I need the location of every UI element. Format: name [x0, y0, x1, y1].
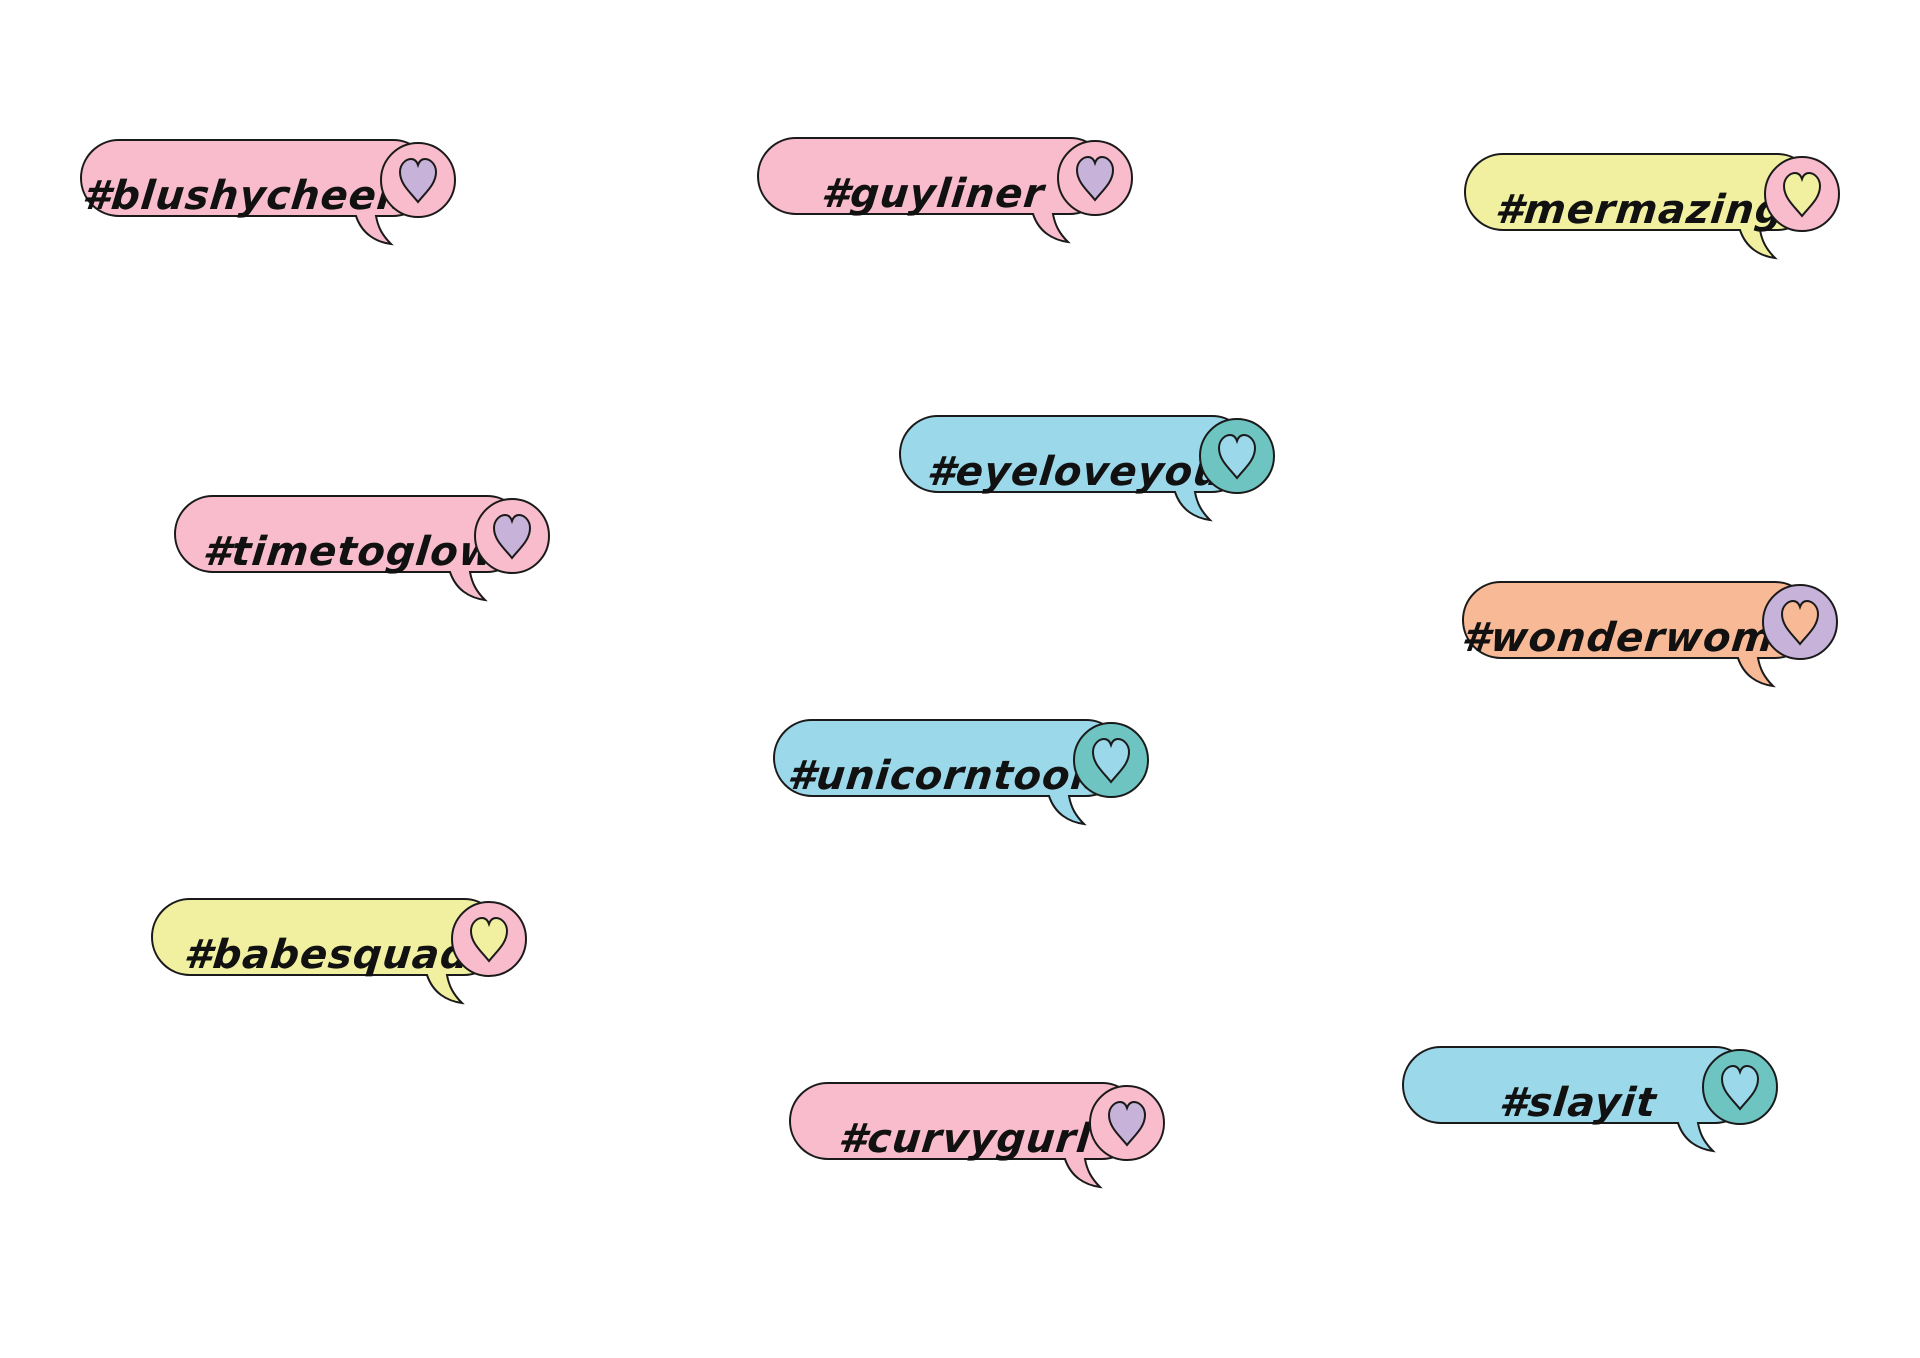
heart-icon: [1764, 156, 1840, 232]
heart-icon: [474, 498, 550, 574]
heart-shape: [469, 916, 509, 963]
heart-shape: [1217, 433, 1257, 480]
heart-icon: [1073, 722, 1149, 798]
heart-icon: [1702, 1049, 1778, 1125]
heart-shape: [492, 513, 532, 560]
heart-shape: [1780, 599, 1820, 646]
heart-shape: [1107, 1100, 1147, 1147]
heart-icon: [1057, 140, 1133, 216]
heart-shape: [1720, 1064, 1760, 1111]
heart-icon: [1199, 418, 1275, 494]
heart-icon: [1762, 584, 1838, 660]
heart-shape: [398, 157, 438, 204]
heart-shape: [1075, 155, 1115, 202]
heart-shape: [1782, 171, 1822, 218]
heart-shape: [1091, 737, 1131, 784]
heart-icon: [380, 142, 456, 218]
heart-icon: [451, 901, 527, 977]
heart-icon: [1089, 1085, 1165, 1161]
